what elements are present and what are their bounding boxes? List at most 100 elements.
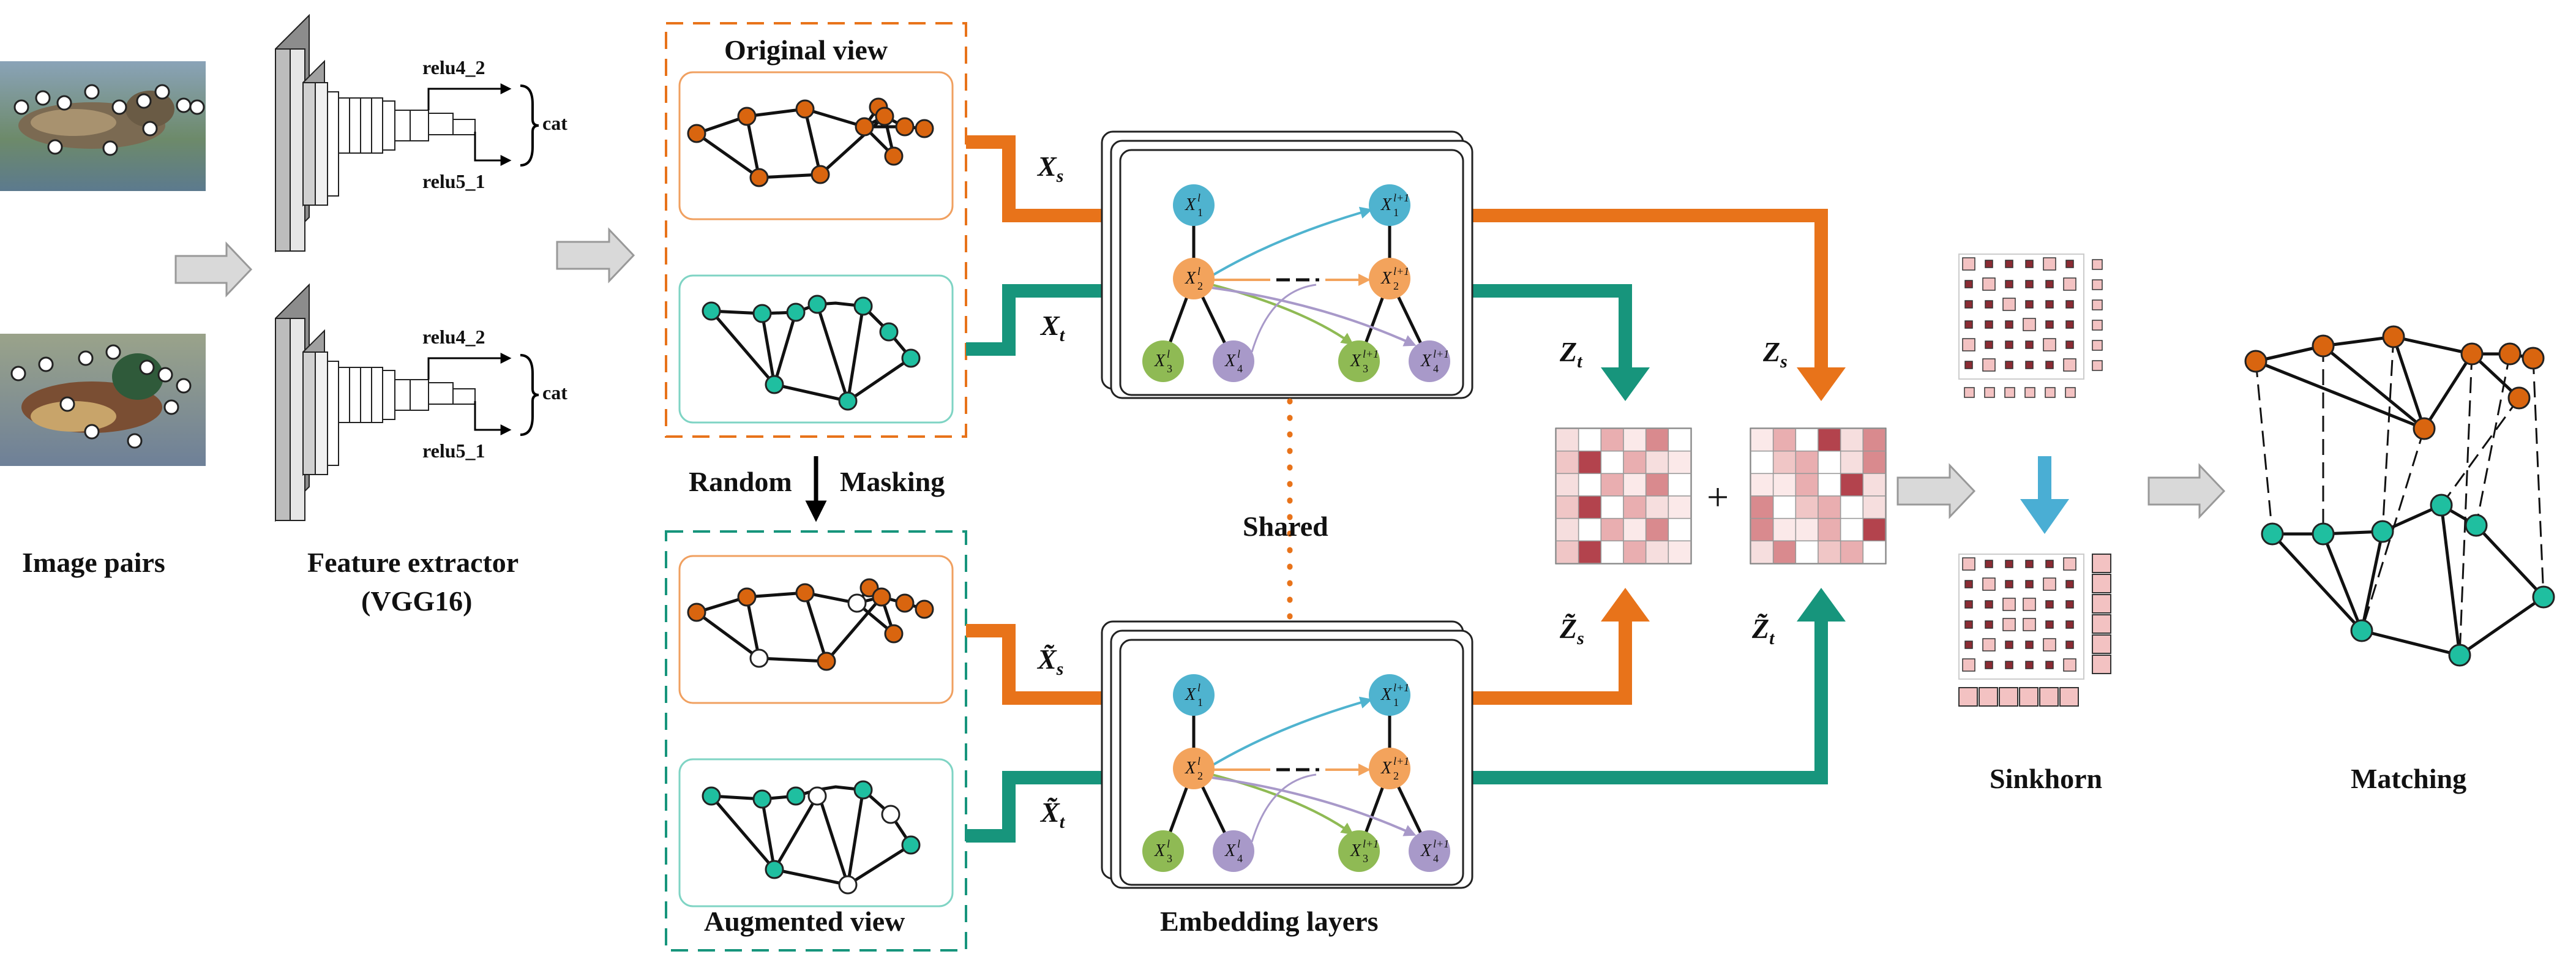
symbol-zt: Zt	[1560, 336, 1582, 372]
matrix-cell	[1668, 495, 1691, 519]
matrix-cell	[1668, 450, 1691, 475]
matrix-cell	[1668, 428, 1691, 452]
svg-text:X: X	[1420, 841, 1432, 860]
sinkhorn-cell	[2045, 560, 2054, 568]
matrix-cell	[1795, 495, 1819, 519]
matrix-cell	[1772, 450, 1797, 475]
matrix-cell	[1862, 473, 1886, 497]
matrix-cell	[1556, 517, 1579, 542]
sinkhorn-cell	[2045, 600, 2054, 609]
masking-label: Masking	[840, 466, 945, 497]
matching-node-source	[2244, 350, 2267, 373]
svg-text:2: 2	[1197, 280, 1203, 292]
sinkhorn-cell	[2063, 277, 2076, 291]
svg-text:2: 2	[1197, 770, 1203, 782]
original-view-label: Original view	[724, 34, 888, 66]
matrix-cell	[1750, 517, 1774, 542]
matrix-cell	[1772, 517, 1797, 542]
matrix-cell	[1795, 540, 1819, 564]
svg-text:X: X	[1185, 195, 1196, 214]
matrix-cell	[1556, 450, 1579, 475]
sinkhorn-cell	[2065, 640, 2074, 649]
matrix-cell	[1818, 495, 1841, 519]
matrix-cell	[1772, 473, 1797, 497]
svg-text:4: 4	[1433, 362, 1439, 375]
matrix-zt	[1555, 427, 1692, 565]
image-pair-top	[0, 61, 206, 191]
matrix-cell	[1795, 473, 1819, 497]
relu5-1-label-bottom: relu5_1	[422, 440, 485, 462]
svg-text:X: X	[1154, 351, 1166, 370]
sinkhorn-col-sum	[1958, 687, 1978, 707]
sinkhorn-cell	[1964, 280, 1973, 288]
sinkhorn-cell	[2005, 320, 2013, 329]
matrix-cell	[1862, 428, 1886, 452]
sinkhorn-cell	[2005, 260, 2013, 268]
augmented-view-label: Augmented view	[704, 906, 905, 937]
symbol-zt-tilde: Z̃t	[1752, 613, 1775, 649]
matching-node-source	[2507, 386, 2531, 410]
cat-label-bottom: cat	[542, 381, 567, 404]
svg-text:l: l	[1197, 265, 1200, 277]
sinkhorn-col-sum	[1999, 687, 2018, 707]
svg-text:1: 1	[1393, 696, 1399, 708]
sinkhorn-row-sum	[2092, 259, 2103, 270]
flow-zs-tilde	[1463, 615, 1632, 705]
sinkhorn-cell	[2023, 318, 2036, 331]
matrix-cell	[1840, 473, 1864, 497]
matrix-cell	[1840, 428, 1864, 452]
sinkhorn-cell	[2005, 640, 2013, 649]
sinkhorn-cell	[2045, 620, 2054, 629]
matrix-cell	[1840, 517, 1864, 542]
sinkhorn-cell	[2025, 640, 2034, 649]
svg-text:l+1: l+1	[1363, 838, 1379, 850]
matrix-cell	[1623, 473, 1647, 497]
matrix-cell	[1862, 495, 1886, 519]
matching-graph	[2244, 325, 2555, 667]
symbol-xt-tilde: X̃t	[1041, 797, 1065, 833]
matrix-cell	[1645, 517, 1669, 542]
sinkhorn-row-sum	[2092, 299, 2103, 310]
random-label: Random	[689, 466, 792, 497]
svg-text:l: l	[1197, 192, 1200, 204]
matching-node-source	[2382, 325, 2405, 348]
matching-node-source	[2413, 417, 2436, 440]
matrix-cell	[1623, 428, 1647, 452]
sinkhorn-row-sum	[2092, 655, 2111, 674]
sinkhorn-cell	[2025, 340, 2034, 349]
matrix-cell	[1668, 517, 1691, 542]
embedding-layers-label: Embedding layers	[1160, 906, 1379, 937]
sinkhorn-cell	[1982, 577, 1996, 591]
matrix-cell	[1645, 450, 1669, 475]
symbol-xs: Xs	[1038, 151, 1064, 187]
svg-text:4: 4	[1237, 362, 1243, 375]
arrow-gray-3	[1896, 463, 1976, 519]
sinkhorn-row-sum	[2092, 554, 2111, 573]
sinkhorn-cell	[2065, 580, 2074, 588]
matrix-cell	[1623, 450, 1647, 475]
image-pairs-label: Image pairs	[22, 547, 165, 578]
sinkhorn-cell	[1964, 640, 1973, 649]
svg-text:X: X	[1380, 685, 1392, 704]
matching-node-target	[2465, 514, 2488, 537]
arrow-gray-1	[174, 241, 253, 298]
matrix-cell	[1750, 450, 1774, 475]
arrow-gray-4	[2147, 463, 2226, 519]
vgg16-extractor-top	[275, 13, 539, 253]
svg-text:X: X	[1224, 841, 1236, 860]
svg-text:l: l	[1197, 682, 1200, 694]
symbol-xt: Xt	[1041, 310, 1065, 346]
sinkhorn-row-sum	[2092, 574, 2111, 593]
svg-text:l+1: l+1	[1393, 755, 1409, 767]
matrix-cell	[1623, 517, 1647, 542]
